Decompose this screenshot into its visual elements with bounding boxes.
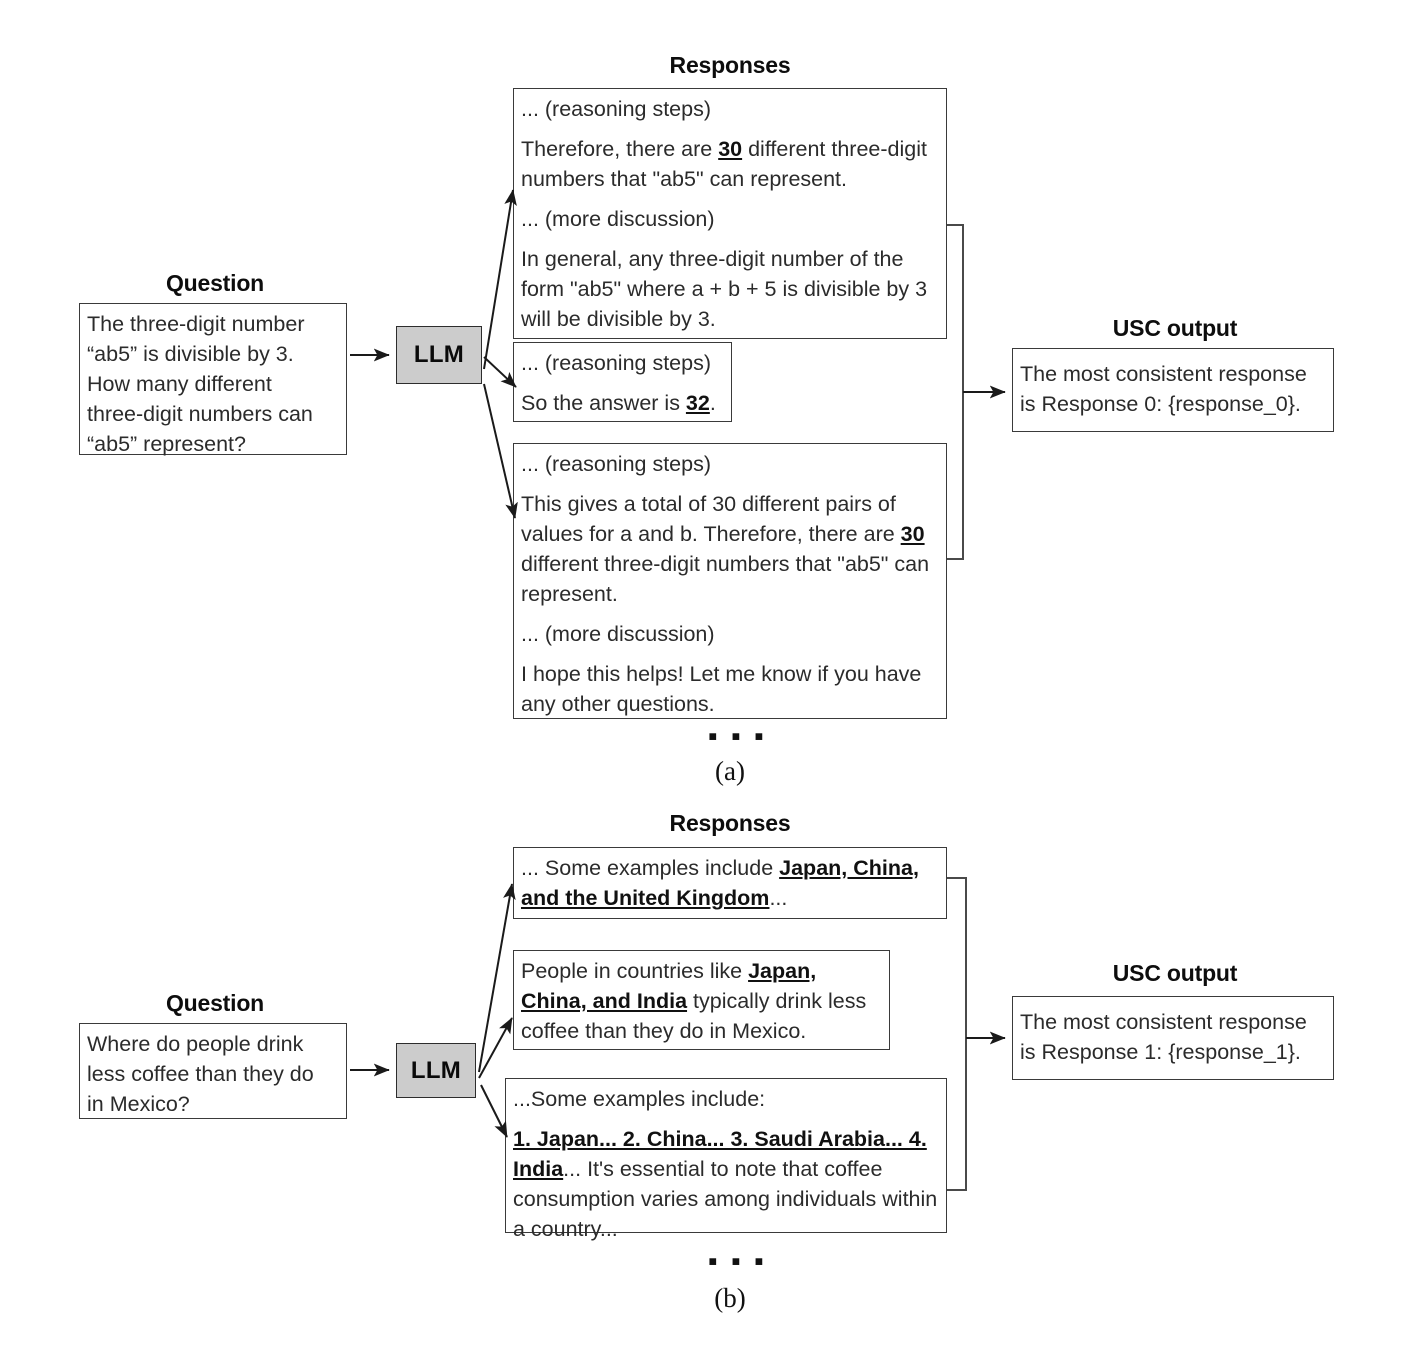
response-paragraph: I hope this helps! Let me know if you ha… bbox=[521, 662, 922, 716]
usc-output-box-a: The most consistent response is Response… bbox=[1012, 348, 1334, 432]
responses-heading-b: Responses bbox=[669, 810, 791, 836]
question-line: “ab5” is divisible by 3. bbox=[87, 342, 294, 366]
responses-heading-a: Responses bbox=[669, 52, 791, 78]
question-line: The three-digit number bbox=[87, 312, 305, 336]
arrow-llm-to-response-a-2 bbox=[483, 383, 518, 519]
response-paragraph: ... (more discussion) bbox=[521, 207, 715, 231]
arrow-llm-to-response-a-0 bbox=[483, 189, 517, 370]
panel-label-b: (b) bbox=[714, 1283, 746, 1313]
response-box-a-1: ... (reasoning steps) So the answer is 3… bbox=[513, 342, 732, 422]
response-paragraph: ... Some examples include Japan, China, … bbox=[521, 856, 919, 910]
response-paragraph: Therefore, there are 30 different three-… bbox=[521, 137, 927, 191]
response-paragraph: ...Some examples include: bbox=[513, 1087, 766, 1111]
llm-node-b[interactable]: LLM bbox=[396, 1043, 476, 1098]
llm-node-a[interactable]: LLM bbox=[396, 326, 482, 384]
usc-line: The most consistent response bbox=[1020, 362, 1307, 386]
question-box-a: The three-digit number “ab5” is divisibl… bbox=[79, 303, 347, 456]
question-box-b: Where do people drink less coffee than t… bbox=[79, 1023, 347, 1119]
response-paragraph: This gives a total of 30 different pairs… bbox=[521, 492, 930, 606]
ellipsis-a: ▪ ▪ ▪ bbox=[708, 721, 767, 751]
panel-label-a: (a) bbox=[715, 756, 745, 786]
question-heading-a: Question bbox=[165, 270, 265, 296]
response-box-b-0: ... Some examples include Japan, China, … bbox=[513, 847, 947, 919]
question-line: less coffee than they do bbox=[87, 1062, 314, 1086]
ellipsis-b: ▪ ▪ ▪ bbox=[708, 1246, 767, 1276]
usc-line: is Response 0: {response_0}. bbox=[1020, 392, 1301, 416]
arrow-llm-to-response-b-1 bbox=[478, 1017, 513, 1079]
response-paragraph: 1. Japan... 2. China... 3. Saudi Arabia.… bbox=[513, 1127, 938, 1241]
response-paragraph: People in countries like Japan, China, a… bbox=[521, 959, 867, 1043]
question-line: in Mexico? bbox=[87, 1092, 190, 1116]
response-paragraph: ... (reasoning steps) bbox=[521, 452, 712, 476]
arrow-llm-to-response-b-2 bbox=[480, 1084, 508, 1138]
response-box-b-1: People in countries like Japan, China, a… bbox=[513, 950, 890, 1050]
usc-heading-a: USC output bbox=[1112, 315, 1238, 341]
arrow-llm-to-response-a-1 bbox=[483, 356, 517, 388]
bracket-responses-a bbox=[947, 224, 964, 560]
response-paragraph: In general, any three-digit number of th… bbox=[521, 247, 928, 331]
bracket-responses-b bbox=[947, 877, 967, 1191]
response-paragraph: So the answer is 32. bbox=[521, 391, 716, 415]
response-paragraph: ... (reasoning steps) bbox=[521, 351, 712, 375]
response-paragraph: ... (reasoning steps) bbox=[521, 97, 712, 121]
response-paragraph: ... (more discussion) bbox=[521, 622, 715, 646]
arrow-llm-to-response-b-0 bbox=[478, 883, 516, 1073]
question-line: Where do people drink bbox=[87, 1032, 304, 1056]
question-heading-b: Question bbox=[165, 990, 265, 1016]
question-line: How many different bbox=[87, 372, 272, 396]
response-box-a-2: ... (reasoning steps) This gives a total… bbox=[513, 443, 947, 719]
usc-output-box-b: The most consistent response is Response… bbox=[1012, 996, 1334, 1080]
response-box-a-0: ... (reasoning steps) Therefore, there a… bbox=[513, 88, 947, 339]
question-line: “ab5” represent? bbox=[87, 432, 246, 456]
usc-line: The most consistent response bbox=[1020, 1010, 1307, 1034]
question-line: three-digit numbers can bbox=[87, 402, 313, 426]
usc-heading-b: USC output bbox=[1112, 960, 1238, 986]
usc-line: is Response 1: {response_1}. bbox=[1020, 1040, 1301, 1064]
response-box-b-2: ...Some examples include: 1. Japan... 2.… bbox=[505, 1078, 947, 1241]
